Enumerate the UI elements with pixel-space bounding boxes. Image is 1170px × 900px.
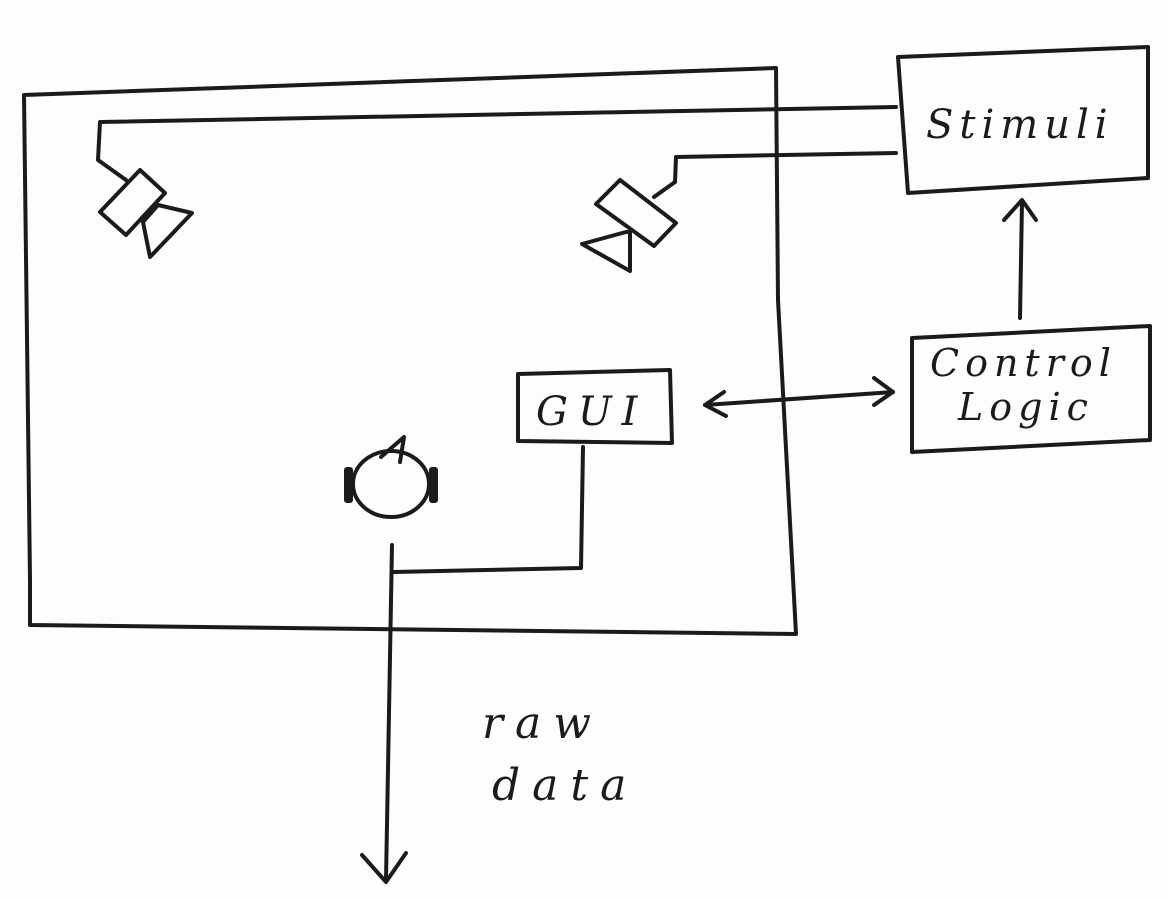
speaker-icon [98, 168, 194, 259]
room-boundary [22, 66, 798, 636]
stimuli-box: Stimuli [896, 45, 1150, 195]
gui-to-data-wire [392, 445, 585, 574]
listener-head-icon [344, 435, 438, 519]
gui-control-bidirectional-arrow [703, 376, 895, 418]
raw-data-label-line1: raw [482, 698, 603, 749]
gui-label: GUI [536, 389, 647, 435]
control-logic-label-line1: Control [930, 341, 1117, 385]
control-to-stimuli-arrow [1002, 198, 1038, 320]
speaker-icon [580, 178, 678, 273]
raw-data-label-line2: data [492, 760, 638, 811]
right-speaker-wire [652, 151, 898, 199]
control-logic-label-line2: Logic [957, 385, 1094, 429]
left-speaker-wire [96, 105, 898, 182]
stimuli-label: Stimuli [926, 102, 1114, 148]
gui-box: GUI [516, 368, 674, 445]
raw-data-arrow [360, 543, 408, 884]
control-logic-box: Control Logic [910, 324, 1152, 454]
